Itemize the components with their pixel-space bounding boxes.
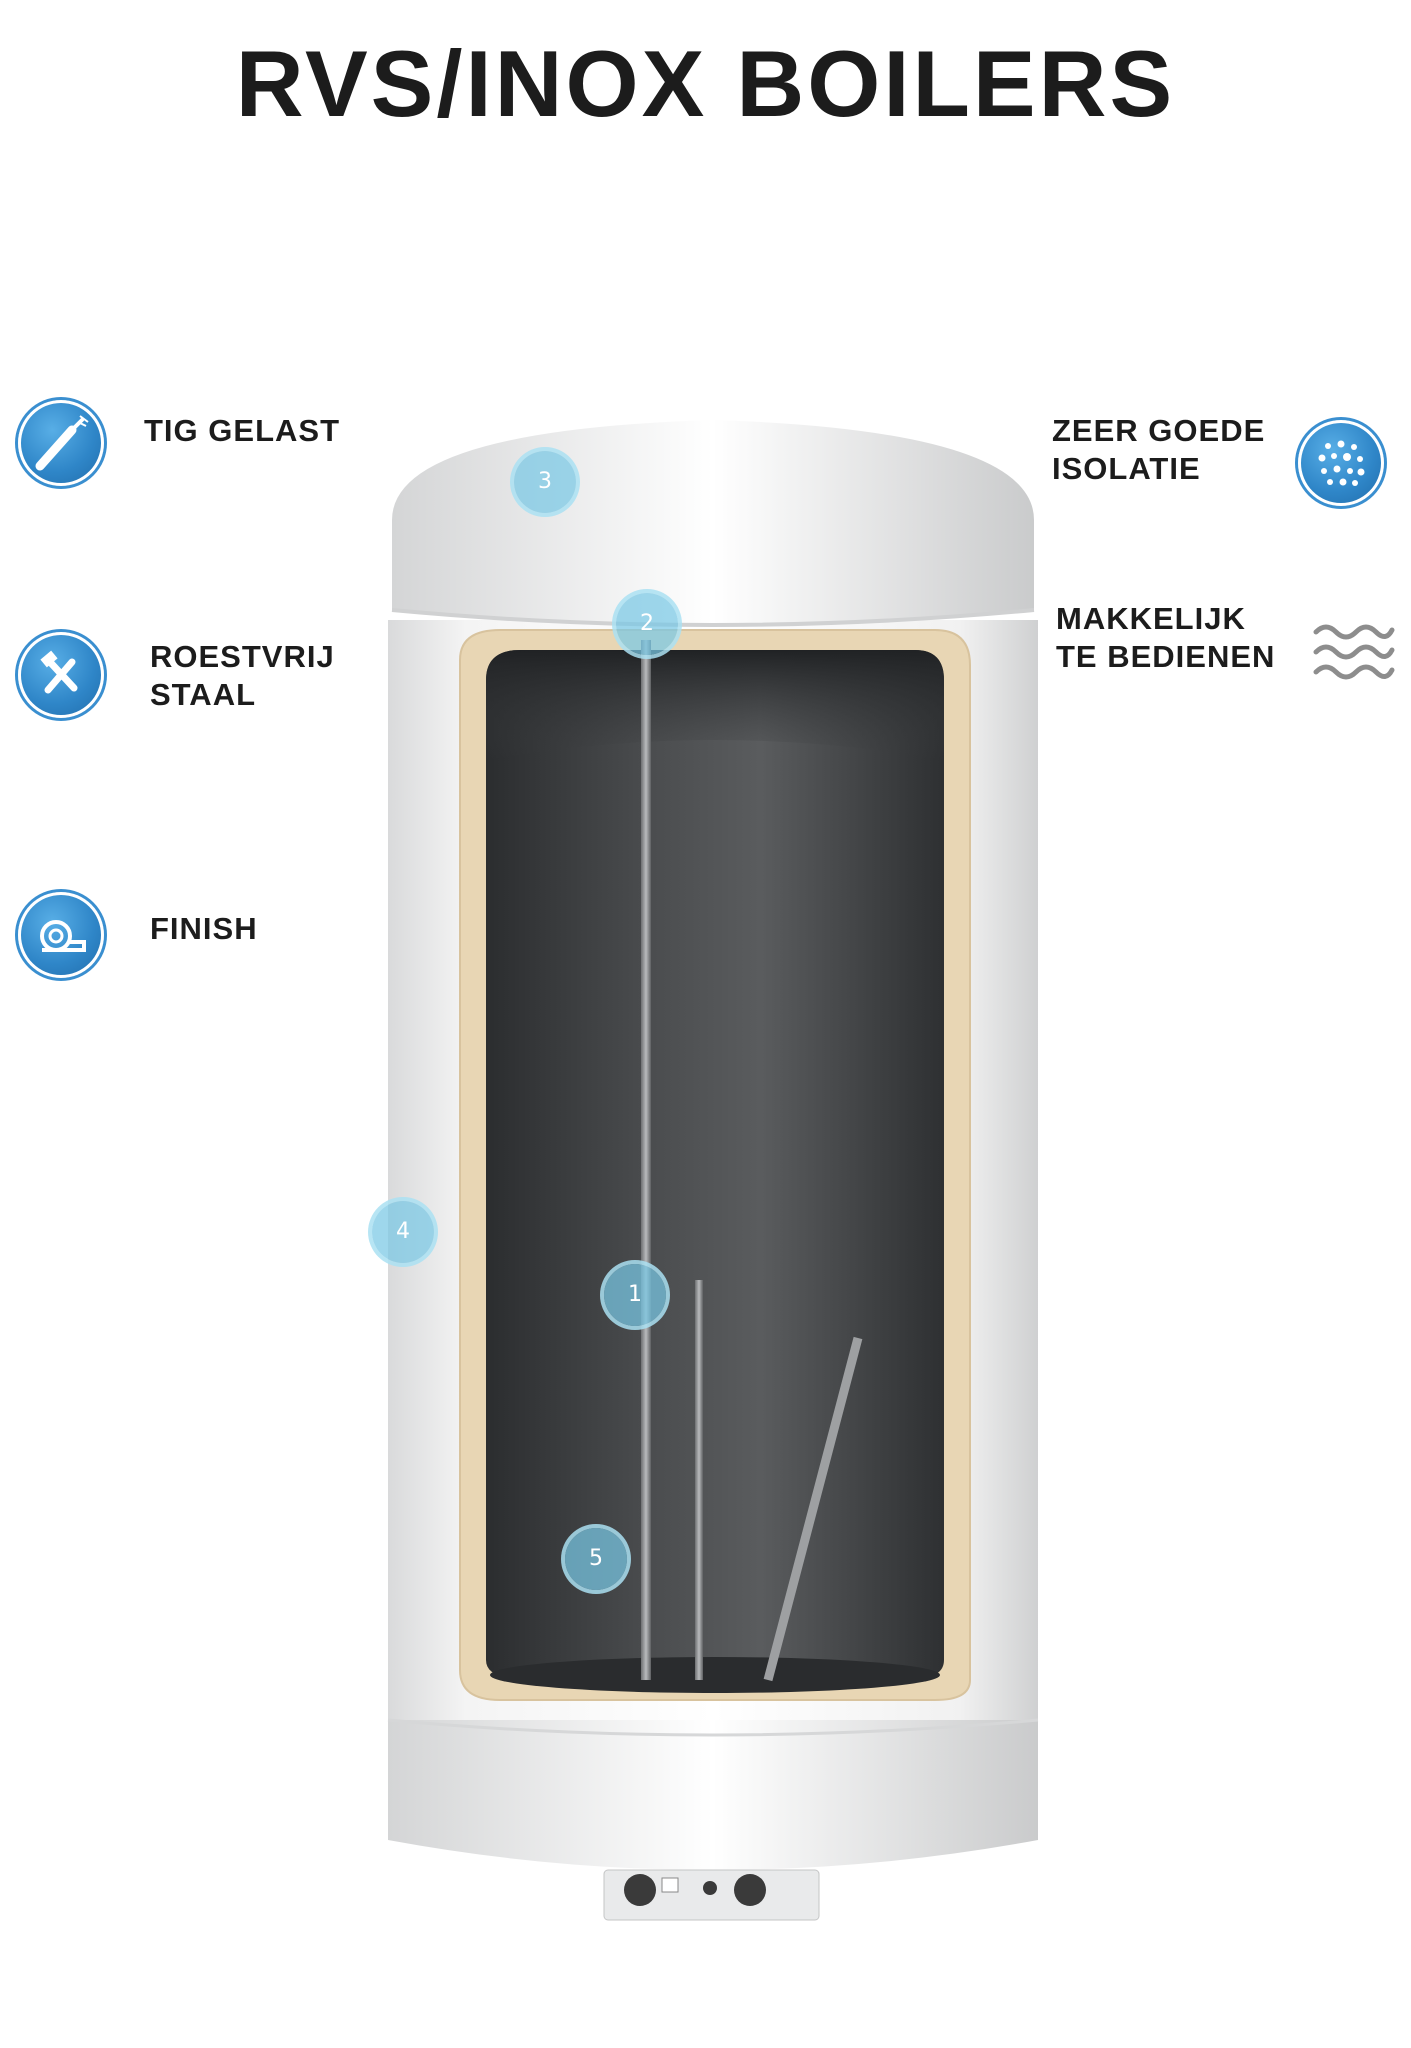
- marker-4[interactable]: 4: [372, 1201, 434, 1263]
- feature-label-zeer-goede-isolatie: ZEER GOEDE ISOLATIE: [1052, 413, 1266, 486]
- feature-label-makkelijk-te-bedienen: MAKKELIJK TE BEDIENEN: [1056, 601, 1276, 674]
- insulation-dots-icon: [1298, 420, 1384, 506]
- control-box: [603, 1869, 820, 1921]
- welding-torch-icon: [18, 400, 104, 486]
- boiler-bottom-cap: [388, 1720, 1038, 1870]
- waves-icon: [1313, 624, 1395, 680]
- insulation-roll-icon: [18, 892, 104, 978]
- boiler-top-cap: [392, 420, 1034, 625]
- inner-tank: [486, 650, 944, 1678]
- marker-1[interactable]: 1: [604, 1264, 666, 1326]
- feature-label-tig-gelast: TIG GELAST: [144, 413, 340, 448]
- control-knob: [624, 1874, 656, 1906]
- inlet-pipe: [763, 1336, 863, 1682]
- marker-3[interactable]: 3: [514, 451, 576, 513]
- heating-element: [695, 1280, 703, 1680]
- tools-icon: [18, 632, 104, 718]
- page-title: RVS/INOX BOILERS: [235, 31, 1176, 136]
- marker-5[interactable]: 5: [565, 1528, 627, 1590]
- anode-rod: [641, 640, 651, 1680]
- feature-label-finish: FINISH: [150, 911, 258, 946]
- feature-label-roestvrij-staal: ROESTVRIJ STAAL: [150, 639, 335, 712]
- marker-2[interactable]: 2: [616, 593, 678, 655]
